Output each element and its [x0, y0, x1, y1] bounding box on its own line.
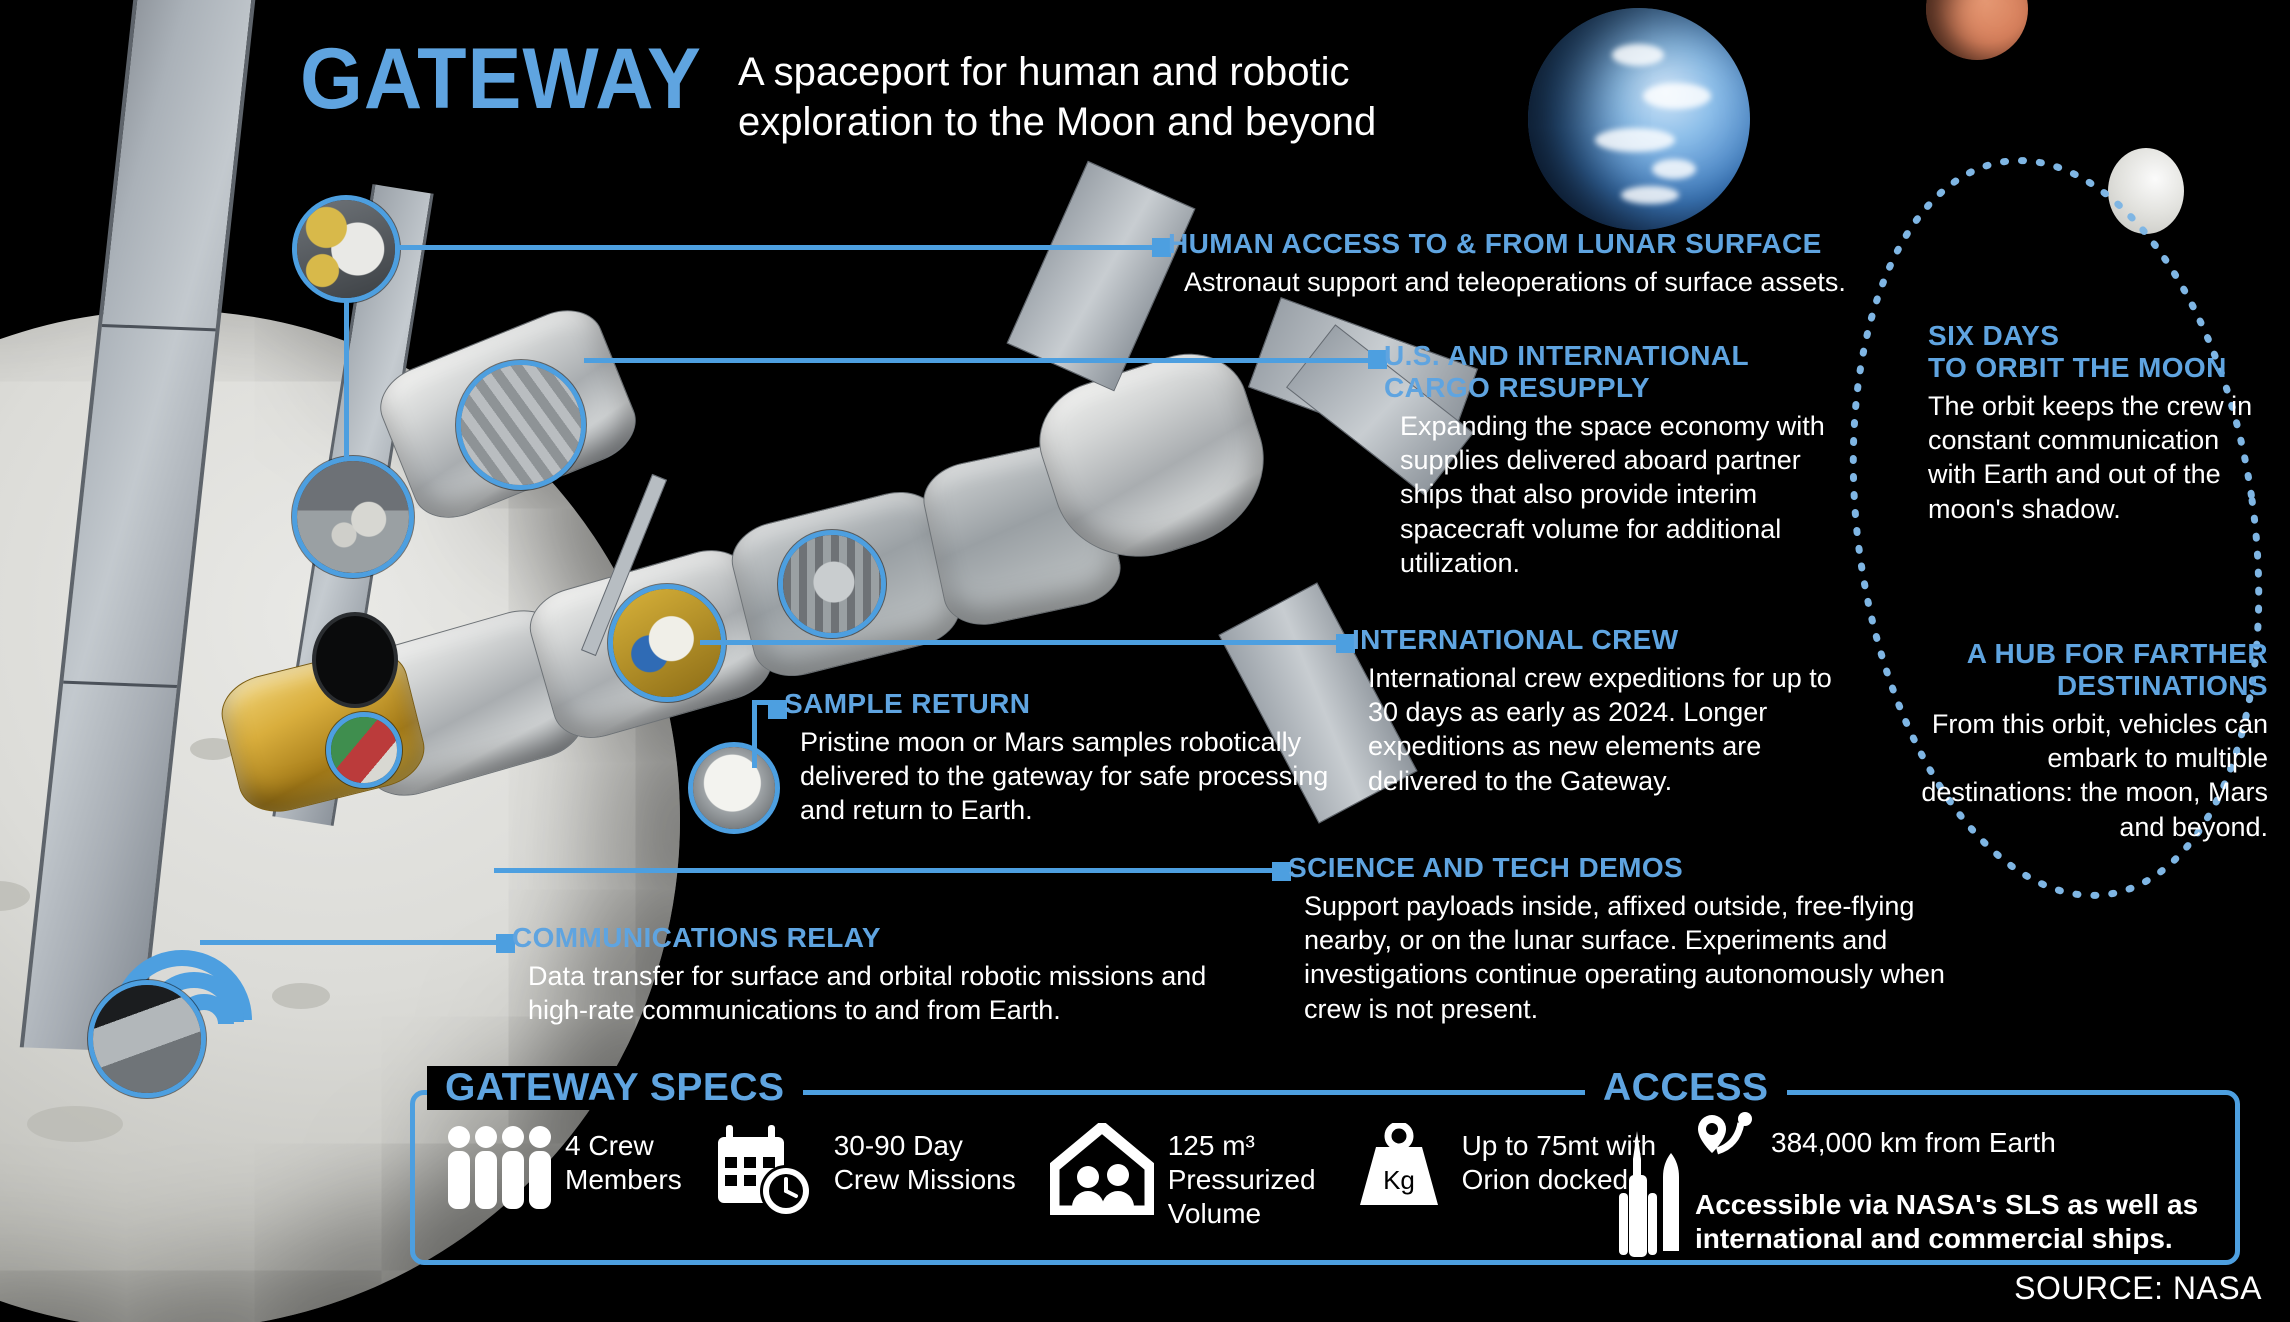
access-distance-row: 384,000 km from Earth [1695, 1111, 2221, 1174]
marker-intl-crew [1336, 634, 1355, 653]
marker-sample-return [768, 700, 787, 719]
callout-communications-relay: COMMUNICATIONS RELAY Data transfer for s… [512, 922, 1212, 1027]
weight-kg-icon: Kg [1350, 1121, 1448, 1216]
marker-human-access [1152, 238, 1171, 257]
calendar-clock-icon [716, 1123, 820, 1224]
callout-six-days: SIX DAYS TO ORBIT THE MOON The orbit kee… [1928, 320, 2268, 526]
access-content: 384,000 km from Earth Accessible via NAS… [1611, 1111, 2221, 1257]
spec-mass-label: Up to 75mt with Orion docked [1461, 1130, 1657, 1196]
crew-people-icon [445, 1123, 551, 1220]
callout-heading: SIX DAYS TO ORBIT THE MOON [1928, 320, 2227, 383]
spec-volume-label: 125 m³ Pressurized Volume [1167, 1130, 1316, 1230]
habitat-volume-icon [1048, 1121, 1156, 1220]
bubble-lunar-lander [292, 195, 400, 303]
access-label: ACCESS [1585, 1066, 1787, 1110]
gateway-specs-label: GATEWAY SPECS [427, 1066, 803, 1110]
bottom-panel: GATEWAY SPECS ACCESS 4 Crew Members [410, 1066, 2240, 1265]
page-title: GATEWAY [300, 31, 702, 127]
orbit-path [1849, 157, 2263, 899]
callout-body: Support payloads inside, affixed outside… [1304, 890, 1945, 1024]
callout-heading: COMMUNICATIONS RELAY [512, 922, 881, 953]
callout-heading: A HUB FOR FARTHER DESTINATIONS [1966, 638, 2268, 701]
spec-missions: 30-90 Day Crew Missions [716, 1123, 1016, 1224]
callout-heading: SCIENCE AND TECH DEMOS [1288, 852, 1684, 883]
marker-cargo [1368, 350, 1387, 369]
callout-body: The orbit keeps the crew in constant com… [1928, 390, 2253, 524]
spec-missions-label: 30-90 Day Crew Missions [833, 1130, 1016, 1196]
callout-heading: SAMPLE RETURN [784, 688, 1031, 719]
callout-body: Expanding the space economy with supplie… [1400, 410, 1825, 578]
moon-sphere [2108, 148, 2184, 234]
callout-body: Data transfer for surface and orbital ro… [528, 960, 1207, 1026]
earth-globe [1528, 8, 1750, 230]
svg-text:Kg: Kg [1383, 1165, 1415, 1195]
marker-comms [496, 934, 515, 953]
bubble-science-rack [778, 530, 886, 638]
leader-human-access [398, 245, 1158, 250]
bubble-cargo-interior [456, 360, 586, 490]
page-subtitle: A spaceport for human and robotic explor… [738, 50, 1377, 144]
marker-science [1272, 862, 1291, 881]
spec-crew: 4 Crew Members [445, 1123, 682, 1220]
callout-heading: U.S. AND INTERNATIONAL CARGO RESUPPLY [1384, 340, 1750, 403]
spec-crew-label: 4 Crew Members [565, 1130, 682, 1196]
bubble-sample-capsule [688, 742, 780, 834]
callout-heading: HUMAN ACCESS TO & FROM LUNAR SURFACE [1168, 228, 1822, 259]
rocket-sls-icon [1615, 1131, 1689, 1272]
callout-international-crew: INTERNATIONAL CREW International crew ex… [1352, 624, 1862, 798]
callout-hub-destinations: A HUB FOR FARTHER DESTINATIONS From this… [1908, 638, 2268, 844]
spec-mass: Kg Up to 75mt with Orion docked [1350, 1121, 1657, 1216]
callout-body: Astronaut support and teleoperations of … [1184, 266, 1846, 297]
bubble-relay-satellite [88, 980, 206, 1098]
callout-body: International crew expeditions for up to… [1368, 662, 1832, 796]
callout-human-access: HUMAN ACCESS TO & FROM LUNAR SURFACE Ast… [1168, 228, 1898, 299]
bubble-astronauts-surface [292, 456, 414, 578]
access-distance-label: 384,000 km from Earth [1771, 1126, 2056, 1158]
specs-list: 4 Crew Members [445, 1121, 1657, 1231]
mars-planet [1926, 0, 2028, 60]
map-pin-icon [1695, 1111, 1757, 1174]
callout-body: From this orbit, vehicles can embark to … [1921, 708, 2268, 842]
communications-dish [312, 612, 398, 708]
leader-comms [200, 940, 500, 945]
leader-intl-crew [700, 640, 1340, 645]
callout-science-tech-demos: SCIENCE AND TECH DEMOS Support payloads … [1288, 852, 1968, 1026]
callout-body: Pristine moon or Mars samples roboticall… [800, 726, 1329, 826]
leader-astronaut-vertical [344, 300, 349, 458]
callout-sample-return: SAMPLE RETURN Pristine moon or Mars samp… [784, 688, 1364, 828]
leader-sample-vertical [752, 700, 757, 768]
callout-cargo-resupply: U.S. AND INTERNATIONAL CARGO RESUPPLY Ex… [1384, 340, 1834, 580]
callout-heading: INTERNATIONAL CREW [1352, 624, 1679, 655]
source-credit: SOURCE: NASA [2014, 1270, 2262, 1306]
leader-science [494, 868, 1278, 873]
bubble-cubesat [326, 712, 402, 788]
access-note: Accessible via NASA's SLS as well as int… [1695, 1189, 2199, 1255]
leader-cargo [584, 358, 1374, 363]
spec-volume: 125 m³ Pressurized Volume [1048, 1121, 1316, 1231]
leader-sample-horizontal [752, 700, 774, 705]
